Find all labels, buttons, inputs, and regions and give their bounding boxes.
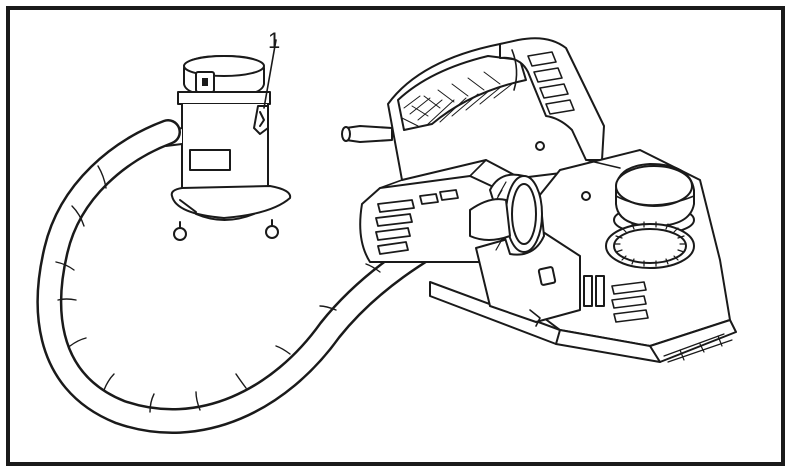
callout-1: 1 [263, 28, 280, 109]
vacuum-cleaner [165, 55, 292, 241]
extraction-hose [36, 119, 513, 434]
callout-1-leader-line [263, 39, 277, 109]
handle-vent-slots [527, 51, 575, 115]
depth-scale-ticks [613, 221, 687, 267]
grip-texture [401, 71, 513, 127]
hose-rib-marks [55, 165, 431, 413]
electric-planer [341, 37, 737, 363]
callout-1-label: 1 [268, 28, 280, 53]
motor-vent-slots [375, 189, 459, 255]
side-vent-slots [611, 281, 649, 323]
sole-plate-edge [663, 333, 733, 363]
